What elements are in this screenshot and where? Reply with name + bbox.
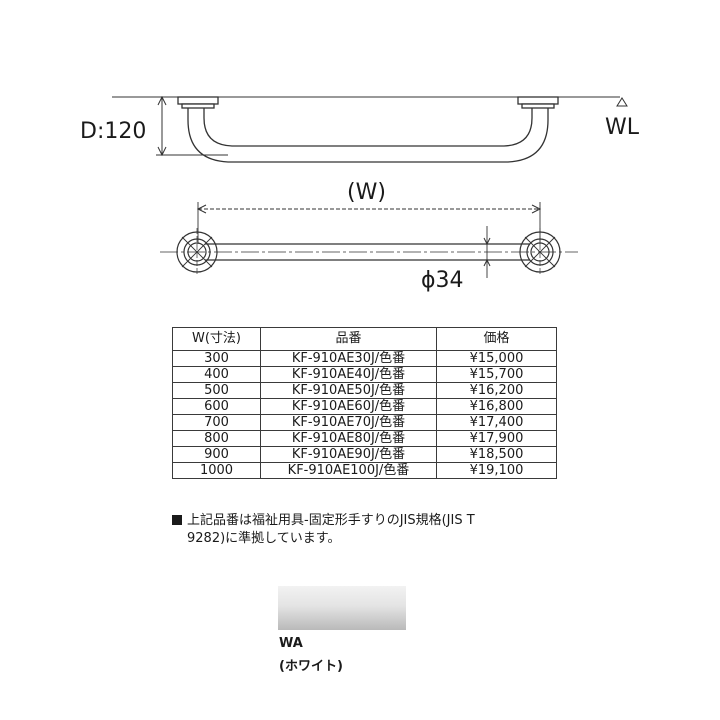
side-view: [112, 95, 628, 163]
cell-width: 500: [172, 382, 261, 399]
table-row: 400 KF-910AE40J/色番 ¥15,700: [172, 366, 557, 383]
cell-width: 800: [172, 430, 261, 447]
table-header-row: W(寸法) 品番 価格: [172, 327, 557, 351]
note-text-2: 9282)に準拠しています。: [187, 531, 341, 546]
table-row: 600 KF-910AE60J/色番 ¥16,800: [172, 398, 557, 415]
right-flange: [517, 96, 559, 105]
cell-width: 900: [172, 446, 261, 463]
cell-product-code: KF-910AE100J/色番: [260, 462, 437, 479]
left-flange-inner: [181, 103, 215, 109]
note-line-2: 9282)に準拠しています。: [172, 530, 562, 548]
bar-outer-outline: [187, 108, 549, 163]
right-flange-inner: [521, 103, 555, 109]
handrail-technical-drawing: D:120 WL (W) ϕ34: [80, 95, 640, 293]
cell-price: ¥15,700: [436, 366, 557, 383]
price-table: W(寸法) 品番 価格 300 KF-910AE30J/色番 ¥15,000 4…: [172, 327, 557, 479]
header-width: W(寸法): [172, 327, 261, 351]
cell-product-code: KF-910AE50J/色番: [260, 382, 437, 399]
width-arrow-right: [531, 204, 542, 214]
cell-product-code: KF-910AE60J/色番: [260, 398, 437, 415]
cell-width: 600: [172, 398, 261, 415]
table-row: 900 KF-910AE90J/色番 ¥18,500: [172, 446, 557, 463]
cell-product-code: KF-910AE90J/色番: [260, 446, 437, 463]
square-bullet-icon: [172, 515, 182, 525]
cell-price: ¥16,800: [436, 398, 557, 415]
diameter-arrow-bottom: [483, 258, 491, 267]
water-line-label: WL: [605, 115, 640, 140]
color-code-label: WA: [279, 636, 303, 651]
water-line-triangle: [616, 97, 628, 107]
note-line-1: 上記品番は福祉用具-固定形手すりのJIS規格(JIS T: [172, 512, 562, 530]
color-name-label: (ホワイト): [279, 659, 343, 674]
cell-product-code: KF-910AE80J/色番: [260, 430, 437, 447]
cell-price: ¥17,400: [436, 414, 557, 431]
table-row: 1000 KF-910AE100J/色番 ¥19,100: [172, 462, 557, 479]
cell-price: ¥17,900: [436, 430, 557, 447]
left-flange: [177, 96, 219, 105]
cell-width: 1000: [172, 462, 261, 479]
cell-width: 300: [172, 350, 261, 367]
bar-inner-outline: [203, 108, 533, 147]
cell-product-code: KF-910AE30J/色番: [260, 350, 437, 367]
diameter-label: ϕ34: [421, 268, 464, 293]
cell-price: ¥16,200: [436, 382, 557, 399]
depth-label: D:120: [80, 119, 146, 144]
width-label: (W): [347, 180, 386, 205]
table-row: 500 KF-910AE50J/色番 ¥16,200: [172, 382, 557, 399]
cell-price: ¥19,100: [436, 462, 557, 479]
top-view: [160, 202, 578, 278]
cell-price: ¥18,500: [436, 446, 557, 463]
cell-width: 700: [172, 414, 261, 431]
cell-price: ¥15,000: [436, 350, 557, 367]
depth-arrow-top: [157, 95, 167, 106]
table-row: 800 KF-910AE80J/色番 ¥17,900: [172, 430, 557, 447]
cell-product-code: KF-910AE40J/色番: [260, 366, 437, 383]
jis-compliance-note: 上記品番は福祉用具-固定形手すりのJIS規格(JIS T 9282)に準拠してい…: [172, 512, 562, 548]
width-arrow-left: [196, 204, 207, 214]
color-swatch-white: [278, 586, 406, 630]
table-row: 300 KF-910AE30J/色番 ¥15,000: [172, 350, 557, 367]
cell-width: 400: [172, 366, 261, 383]
cell-product-code: KF-910AE70J/色番: [260, 414, 437, 431]
header-product-code: 品番: [260, 327, 437, 351]
diameter-arrow-top: [483, 237, 491, 246]
note-text-1: 上記品番は福祉用具-固定形手すりのJIS規格(JIS T: [187, 513, 475, 528]
table-row: 700 KF-910AE70J/色番 ¥17,400: [172, 414, 557, 431]
header-price: 価格: [436, 327, 557, 351]
